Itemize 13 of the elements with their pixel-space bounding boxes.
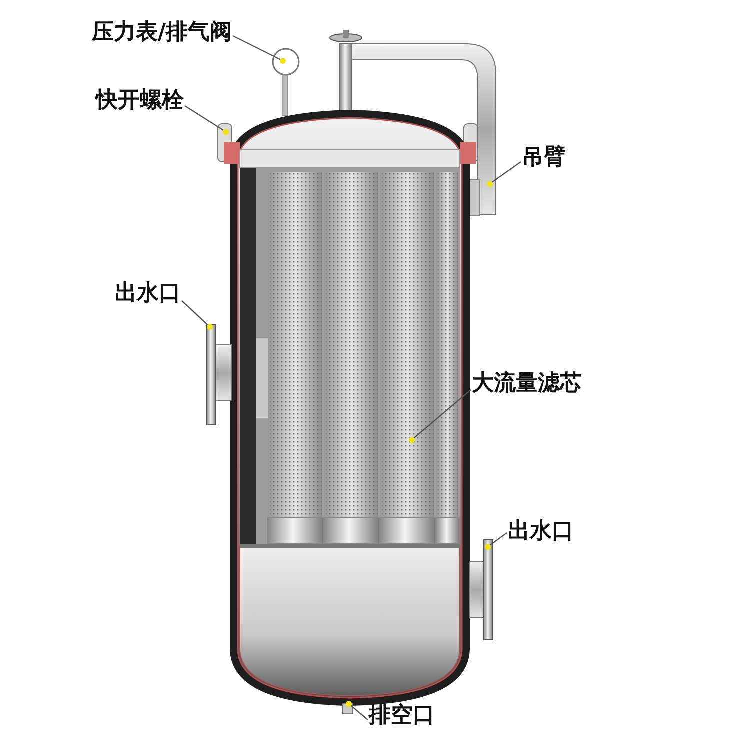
part-label: 大流量滤芯 [472,371,582,397]
leader-line [232,35,286,64]
leader-line [184,106,229,135]
leader-line [182,300,213,330]
part-label: 吊臂 [522,145,566,171]
part-label: 排空口 [369,703,435,729]
part-label: 快开螺栓 [96,88,184,114]
part-label: 出水口 [115,281,181,307]
part-label: 出水口 [508,519,574,545]
part-label: 压力表/排气阀 [92,20,232,46]
leader-line [487,162,522,187]
leader-line [485,532,508,550]
leader-line [346,701,368,720]
